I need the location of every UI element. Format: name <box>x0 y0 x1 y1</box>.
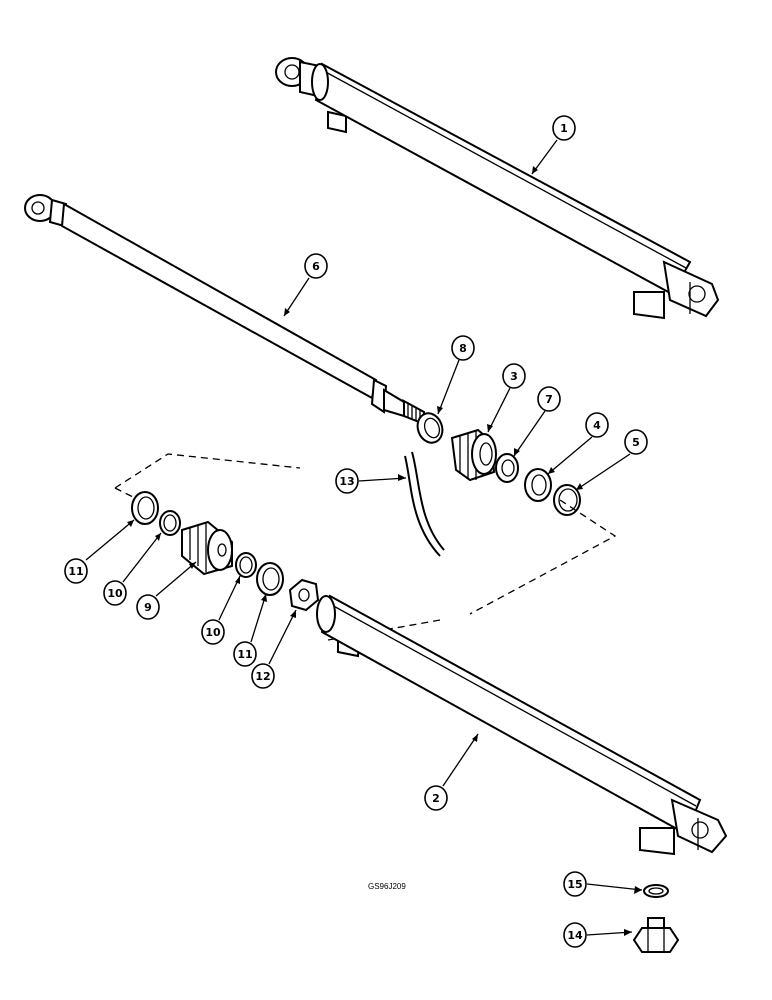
plug-o-ring <box>643 884 669 898</box>
o-ring-8 <box>416 412 444 444</box>
backup-ring <box>553 484 581 516</box>
callout-number: 11 <box>237 648 252 661</box>
rod-seal <box>495 453 519 483</box>
callout-plug: 14 <box>563 922 587 948</box>
callout-piston-rod: 6 <box>304 253 328 279</box>
piston-seal-right <box>256 562 284 596</box>
assembly-dashed-line-left <box>114 487 136 499</box>
guide-wire <box>404 451 445 557</box>
callout-nut: 12 <box>251 663 275 689</box>
callout-piston: 9 <box>136 594 160 620</box>
callout-circle <box>451 335 475 361</box>
callout-number: 6 <box>312 260 320 273</box>
callout-backup-ring: 5 <box>624 429 648 455</box>
callout-circle <box>335 468 359 494</box>
leader-lines <box>85 139 643 936</box>
o-ring-10-right <box>235 552 257 578</box>
drawing-code: GS96J209 <box>368 882 406 891</box>
callout-number: 13 <box>339 475 354 488</box>
callout-number: 1 <box>560 122 568 135</box>
callout-circle <box>563 871 587 897</box>
callout-number: 2 <box>432 792 440 805</box>
callout-circle <box>64 558 88 584</box>
callout-rod-seal: 7 <box>537 386 561 412</box>
callout-number: 5 <box>632 436 640 449</box>
callout-circle <box>502 363 526 389</box>
callout-circle <box>552 115 576 141</box>
callout-number: 15 <box>567 878 582 891</box>
callout-plug-o-ring: 15 <box>563 871 587 897</box>
callout-circle <box>304 253 328 279</box>
callout-o-ring-10-right: 10 <box>201 619 225 645</box>
cylinder-barrel-bottom <box>316 594 728 856</box>
nut <box>288 578 320 612</box>
callout-circle <box>624 429 648 455</box>
callout-circle <box>563 922 587 948</box>
assembly-dashed-line <box>114 453 617 641</box>
callout-number: 10 <box>205 626 221 639</box>
callout-o-ring-8: 8 <box>451 335 475 361</box>
callout-circle <box>103 580 127 606</box>
callout-number: 4 <box>593 419 601 432</box>
callout-wiper-seal: 4 <box>585 412 609 438</box>
callout-number: 12 <box>255 670 270 683</box>
callout-circle <box>424 785 448 811</box>
callout-number: 3 <box>510 370 518 383</box>
piston-seal-left <box>131 491 159 525</box>
callout-gland: 3 <box>502 363 526 389</box>
piston <box>181 520 233 576</box>
gland <box>450 428 497 482</box>
callout-o-ring-10-left: 10 <box>103 580 127 606</box>
callout-circle <box>136 594 160 620</box>
wiper-seal <box>524 468 552 502</box>
callout-number: 14 <box>567 929 583 942</box>
callout-circle <box>233 641 257 667</box>
callout-circle <box>537 386 561 412</box>
cylinder-barrel-top <box>275 57 720 320</box>
callout-cylinder-barrel-bottom: 2 <box>424 785 448 811</box>
callout-guide-wire: 13 <box>335 468 359 494</box>
callout-number: 8 <box>459 342 467 355</box>
callout-circle <box>585 412 609 438</box>
piston-rod <box>24 194 425 426</box>
callout-circle <box>201 619 225 645</box>
callout-number: 11 <box>68 565 83 578</box>
callout-cylinder-barrel-top: 1 <box>552 115 576 141</box>
callout-circle <box>251 663 275 689</box>
callout-number: 9 <box>144 601 152 614</box>
callout-piston-seal-right: 11 <box>233 641 257 667</box>
callout-piston-seal-left: 11 <box>64 558 88 584</box>
callout-number: 10 <box>107 587 123 600</box>
callout-number: 7 <box>545 393 553 406</box>
plug <box>632 917 680 953</box>
o-ring-10-left <box>159 510 181 536</box>
